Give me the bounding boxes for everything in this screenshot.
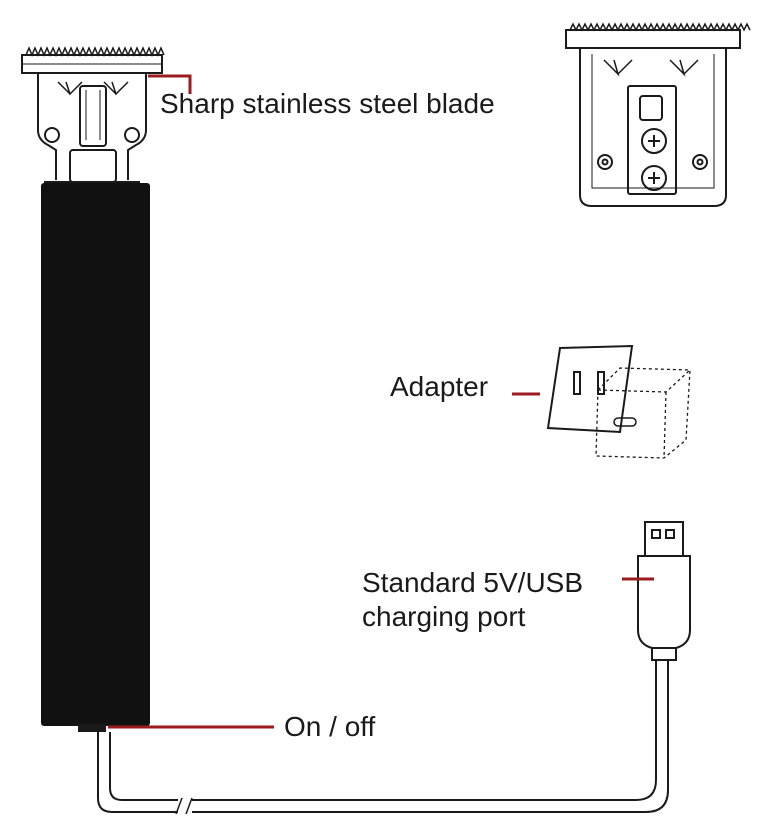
- usb-label-line-2: charging port: [362, 601, 526, 632]
- blade-leader-line: [148, 74, 192, 94]
- trimmer-body: [41, 183, 150, 726]
- adapter-illustration: [546, 344, 691, 459]
- leader-lines: [108, 74, 654, 729]
- trimmer: [21, 46, 165, 732]
- usb-label: Standard 5V/USB charging port: [362, 566, 632, 634]
- power-button: [78, 724, 106, 732]
- blade-label: Sharp stainless steel blade: [160, 88, 495, 119]
- blade-detail-illustration: [565, 22, 751, 207]
- power-label: On / off: [284, 711, 376, 742]
- usb-label-line-1: Standard 5V/USB: [362, 567, 584, 598]
- adapter-label: Adapter: [390, 371, 489, 402]
- trimmer-head: [37, 73, 147, 183]
- trimmer-blade: [21, 46, 165, 74]
